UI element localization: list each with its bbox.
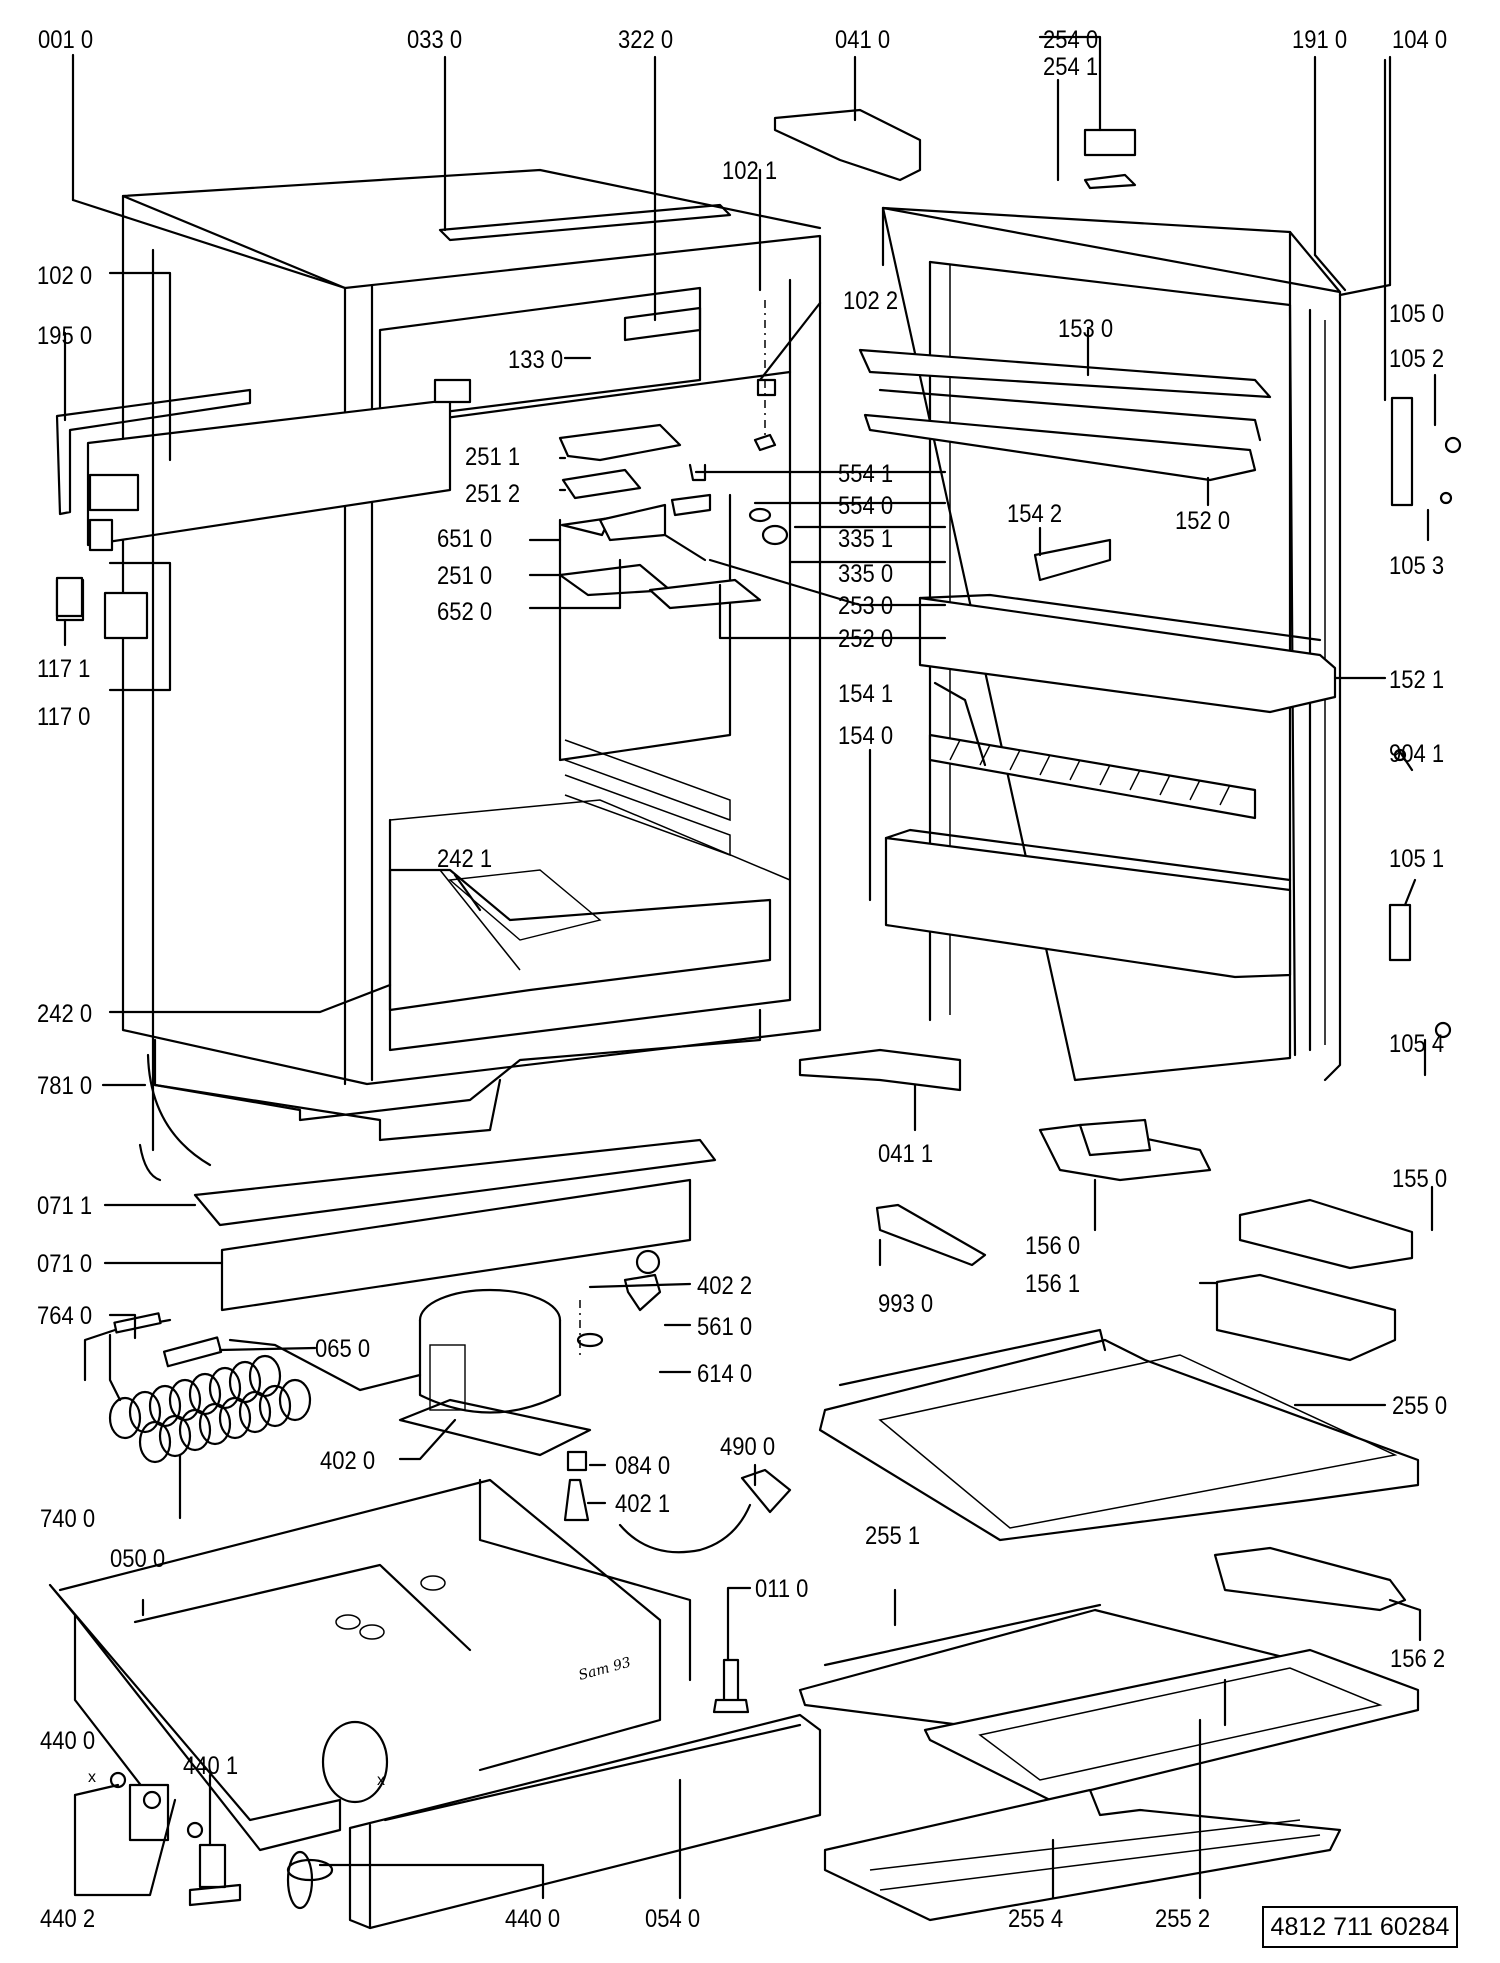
cross-marker-left: x bbox=[88, 1769, 96, 1786]
part-label-255-4: 255 4 bbox=[1008, 1905, 1064, 1933]
part-label-614-0: 614 0 bbox=[697, 1360, 753, 1388]
part-label-065-0: 065 0 bbox=[315, 1335, 371, 1363]
part-label-253-0: 253 0 bbox=[838, 592, 894, 620]
part-label-105-2: 105 2 bbox=[1389, 345, 1445, 373]
part-label-195-0: 195 0 bbox=[37, 322, 93, 350]
part-label-904-1: 904 1 bbox=[1389, 740, 1445, 768]
part-label-254-1: 254 1 bbox=[1043, 53, 1099, 81]
part-label-764-0: 764 0 bbox=[37, 1302, 93, 1330]
part-label-242-1: 242 1 bbox=[437, 845, 493, 873]
part-label-050-0: 050 0 bbox=[110, 1545, 166, 1573]
signature-text: Sam 93 bbox=[577, 1655, 633, 1684]
part-label-251-2: 251 2 bbox=[465, 480, 521, 508]
cross-marker-right: x bbox=[377, 1772, 385, 1789]
part-label-440-0-left: 440 0 bbox=[40, 1727, 96, 1755]
part-label-154-1: 154 1 bbox=[838, 680, 894, 708]
part-label-242-0: 242 0 bbox=[37, 1000, 93, 1028]
part-label-554-0: 554 0 bbox=[838, 492, 894, 520]
part-label-335-0: 335 0 bbox=[838, 560, 894, 588]
part-label-740-0: 740 0 bbox=[40, 1505, 96, 1533]
compressor bbox=[398, 1288, 592, 1457]
part-label-156-2: 156 2 bbox=[1390, 1645, 1446, 1673]
part-label-105-1: 105 1 bbox=[1389, 845, 1445, 873]
part-label-255-2: 255 2 bbox=[1155, 1905, 1211, 1933]
part-label-105-0: 105 0 bbox=[1389, 300, 1445, 328]
part-label-252-0: 252 0 bbox=[838, 625, 894, 653]
part-label-133-0: 133 0 bbox=[508, 346, 564, 374]
part-label-156-1: 156 1 bbox=[1025, 1270, 1081, 1298]
top-trim-panel bbox=[55, 388, 452, 640]
part-label-117-1: 117 1 bbox=[37, 655, 91, 683]
part-label-041-0: 041 0 bbox=[835, 26, 891, 54]
part-label-993-0: 993 0 bbox=[878, 1290, 934, 1318]
part-label-322-0: 322 0 bbox=[618, 26, 674, 54]
part-label-402-1: 402 1 bbox=[615, 1490, 671, 1518]
drip-tray-parts bbox=[146, 1053, 717, 1312]
part-label-102-1: 102 1 bbox=[722, 157, 778, 185]
side-brackets bbox=[55, 576, 84, 618]
part-label-054-0: 054 0 bbox=[645, 1905, 701, 1933]
part-label-251-0: 251 0 bbox=[437, 562, 493, 590]
part-label-255-1: 255 1 bbox=[865, 1522, 921, 1550]
part-label-084-0: 084 0 bbox=[615, 1452, 671, 1480]
part-label-561-0: 561 0 bbox=[697, 1313, 753, 1341]
screw-part bbox=[712, 1658, 750, 1714]
part-label-155-0: 155 0 bbox=[1392, 1165, 1448, 1193]
part-label-652-0: 652 0 bbox=[437, 598, 493, 626]
part-label-071-1: 071 1 bbox=[37, 1192, 93, 1220]
part-label-402-2: 402 2 bbox=[697, 1272, 753, 1300]
part-label-041-1: 041 1 bbox=[878, 1140, 934, 1168]
part-label-191-0: 191 0 bbox=[1292, 26, 1348, 54]
part-label-254-0: 254 0 bbox=[1043, 26, 1099, 54]
light-assembly bbox=[433, 300, 789, 610]
part-label-554-1: 554 1 bbox=[838, 460, 894, 488]
part-label-402-0: 402 0 bbox=[320, 1447, 376, 1475]
part-label-335-1: 335 1 bbox=[838, 525, 894, 553]
part-label-440-1: 440 1 bbox=[183, 1752, 239, 1780]
part-label-440-2: 440 2 bbox=[40, 1905, 96, 1933]
part-label-105-3: 105 3 bbox=[1389, 552, 1445, 580]
part-label-154-2: 154 2 bbox=[1007, 500, 1063, 528]
part-label-152-1: 152 1 bbox=[1389, 666, 1445, 694]
leader-lines bbox=[63, 35, 1437, 1900]
door-assembly bbox=[858, 206, 1342, 1082]
accessories bbox=[798, 1118, 1420, 1922]
cabinet-body bbox=[121, 168, 822, 1142]
part-label-251-1: 251 1 bbox=[465, 443, 521, 471]
part-label-154-0: 154 0 bbox=[838, 722, 894, 750]
part-label-001-0: 001 0 bbox=[38, 26, 94, 54]
base-tray bbox=[48, 1478, 692, 1852]
part-label-490-0: 490 0 bbox=[720, 1433, 776, 1461]
part-label-153-0: 153 0 bbox=[1058, 315, 1114, 343]
part-label-102-2: 102 2 bbox=[843, 287, 899, 315]
condenser-coil bbox=[83, 1312, 422, 1464]
part-label-152-0: 152 0 bbox=[1175, 507, 1231, 535]
document-number-box: 4812 711 60284 bbox=[1262, 1906, 1458, 1948]
part-label-781-0: 781 0 bbox=[37, 1072, 93, 1100]
part-label-102-0: 102 0 bbox=[37, 262, 93, 290]
hinge-parts bbox=[773, 108, 962, 1092]
part-label-105-4: 105 4 bbox=[1389, 1030, 1445, 1058]
part-label-071-0: 071 0 bbox=[37, 1250, 93, 1278]
part-label-033-0: 033 0 bbox=[407, 26, 463, 54]
part-label-440-0-right: 440 0 bbox=[505, 1905, 561, 1933]
part-label-011-0: 011 0 bbox=[755, 1575, 809, 1603]
part-label-104-0: 104 0 bbox=[1392, 26, 1448, 54]
part-label-651-0: 651 0 bbox=[437, 525, 493, 553]
part-label-117-0: 117 0 bbox=[37, 703, 91, 731]
front-grille bbox=[348, 1713, 822, 1930]
part-label-156-0: 156 0 bbox=[1025, 1232, 1081, 1260]
door-fittings bbox=[1083, 128, 1462, 1039]
part-label-255-0: 255 0 bbox=[1392, 1392, 1448, 1420]
fan-assembly bbox=[109, 1771, 334, 1910]
